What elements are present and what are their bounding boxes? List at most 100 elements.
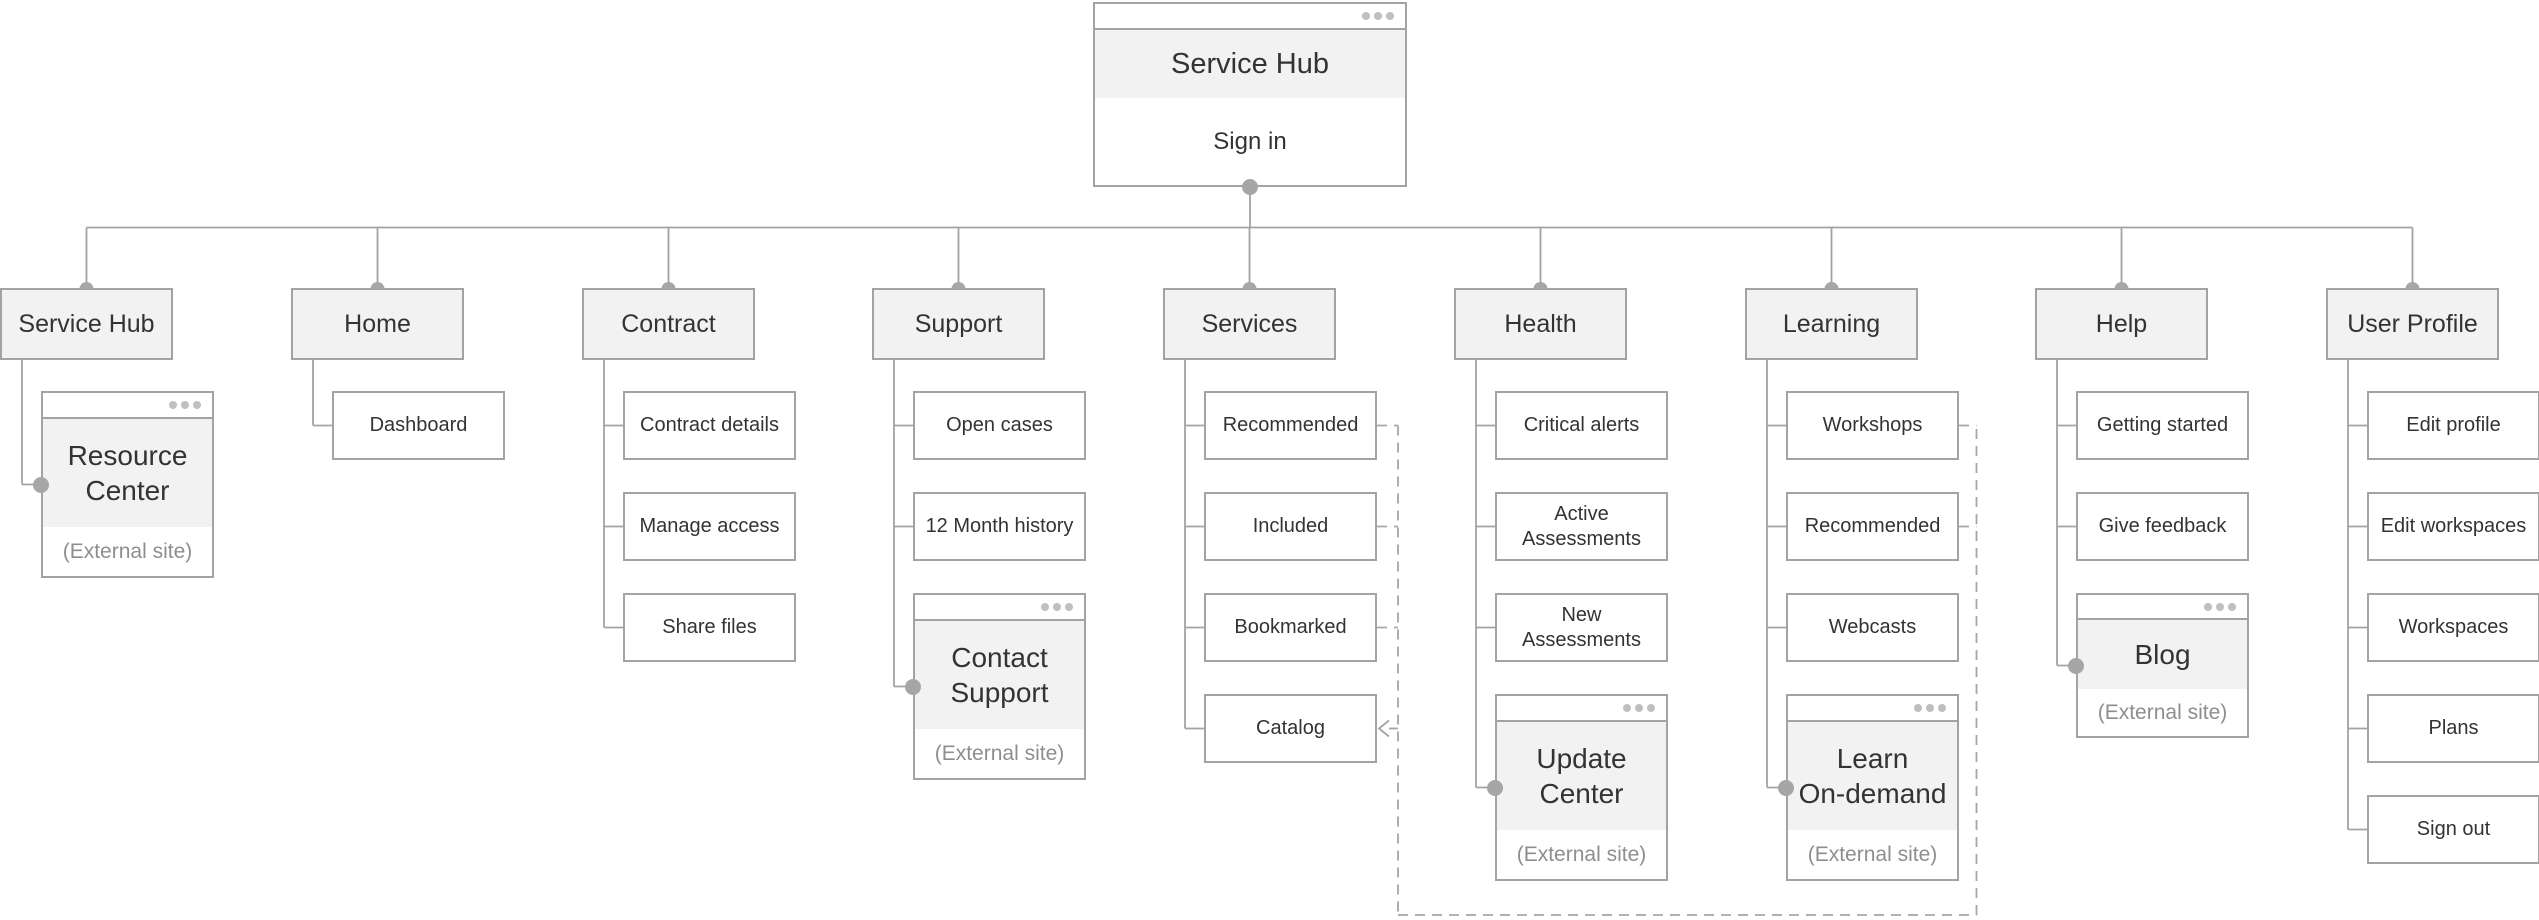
- external-card-blog[interactable]: Blog(External site): [2076, 593, 2249, 738]
- node-label: Getting started: [2096, 414, 2229, 436]
- window-dot-icon: [1914, 704, 1922, 712]
- node-label: Plans: [2428, 717, 2479, 739]
- node-contract-details[interactable]: Contract details: [623, 391, 796, 460]
- connector-dot: [1487, 779, 1503, 796]
- node-learning[interactable]: Learning: [1745, 288, 1918, 360]
- node-label: Dashboard: [369, 414, 468, 436]
- connector-dot: [2068, 657, 2084, 674]
- node-label: Share files: [662, 616, 757, 638]
- external-card-contact-support[interactable]: Contact Support(External site): [913, 593, 1086, 780]
- node-services[interactable]: Services: [1163, 288, 1336, 360]
- window-dot-icon: [1362, 12, 1370, 20]
- node-label: Recommended: [1222, 414, 1359, 436]
- node-label: Workspaces: [2398, 616, 2509, 638]
- node-label: Sign out: [2416, 818, 2491, 840]
- window-dot-icon: [1041, 603, 1049, 611]
- node-label: Bookmarked: [1234, 616, 1347, 638]
- node-edit-workspaces[interactable]: Edit workspaces: [2367, 492, 2539, 561]
- node-label: Learning: [1782, 309, 1881, 338]
- window-dot-icon: [193, 401, 201, 409]
- node-give-feedback[interactable]: Give feedback: [2076, 492, 2249, 561]
- node-sign-in[interactable]: Sign in: [1095, 98, 1405, 185]
- root-card[interactable]: Service Hub Sign in: [1093, 2, 1407, 187]
- node-help[interactable]: Help: [2035, 288, 2208, 360]
- node-label: User Profile: [2347, 309, 2478, 338]
- node-dashboard[interactable]: Dashboard: [332, 391, 505, 460]
- window-dot-icon: [2216, 602, 2224, 611]
- node-bookmarked[interactable]: Bookmarked: [1204, 593, 1377, 662]
- window-dot-icon: [181, 401, 189, 409]
- node-label: Webcasts: [1828, 616, 1917, 638]
- node-workshops[interactable]: Workshops: [1786, 391, 1959, 460]
- node-label: Give feedback: [2098, 515, 2227, 537]
- node-label: New Assessments: [1522, 603, 1641, 651]
- node-label: Open cases: [946, 414, 1053, 436]
- window-dot-icon: [2228, 602, 2236, 611]
- external-card-update-center[interactable]: Update Center(External site): [1495, 694, 1668, 881]
- node-health[interactable]: Health: [1454, 288, 1627, 360]
- node-workspaces[interactable]: Workspaces: [2367, 593, 2539, 662]
- external-site-note: (External site): [1497, 830, 1666, 879]
- node-sign-out[interactable]: Sign out: [2367, 795, 2539, 864]
- window-dot-icon: [1053, 603, 1061, 611]
- node-label: Service Hub: [18, 309, 155, 338]
- node-webcasts[interactable]: Webcasts: [1786, 593, 1959, 662]
- node-recommended[interactable]: Recommended: [1786, 492, 1959, 561]
- external-site-note: (External site): [915, 729, 1084, 778]
- window-titlebar: [1095, 4, 1405, 30]
- node-label: Health: [1504, 309, 1577, 338]
- link-arrow-icon: [1377, 719, 1390, 738]
- window-dots-icon: [1362, 12, 1394, 20]
- node-label: Contract: [621, 309, 716, 338]
- node-critical-alerts[interactable]: Critical alerts: [1495, 391, 1668, 460]
- external-card-title: Update Center: [1497, 722, 1666, 830]
- node-label: Edit workspaces: [2380, 515, 2527, 537]
- window-dots-icon: [1914, 704, 1946, 712]
- node-label: Edit profile: [2406, 414, 2501, 436]
- node-home[interactable]: Home: [291, 288, 464, 360]
- window-dot-icon: [1374, 12, 1382, 20]
- external-site-note: (External site): [1788, 830, 1957, 879]
- window-titlebar: [1497, 696, 1666, 722]
- node-manage-access[interactable]: Manage access: [623, 492, 796, 561]
- external-card-title: Blog: [2078, 620, 2247, 689]
- window-dot-icon: [1065, 603, 1073, 611]
- node-getting-started[interactable]: Getting started: [2076, 391, 2249, 460]
- node-label: Support: [914, 309, 1003, 338]
- window-dot-icon: [1635, 704, 1643, 712]
- node-edit-profile[interactable]: Edit profile: [2367, 391, 2539, 460]
- node-user-profile[interactable]: User Profile: [2326, 288, 2499, 360]
- connector-dot: [1778, 779, 1794, 796]
- external-card-learn-on-demand[interactable]: Learn On-demand(External site): [1786, 694, 1959, 881]
- external-card-title: Contact Support: [915, 621, 1084, 729]
- window-dot-icon: [169, 401, 177, 409]
- node-label: Active Assessments: [1522, 502, 1641, 550]
- node-12-month-history[interactable]: 12 Month history: [913, 492, 1086, 561]
- connector-dot: [1242, 179, 1258, 195]
- node-included[interactable]: Included: [1204, 492, 1377, 561]
- connector-dot: [33, 476, 49, 493]
- external-card-resource-center[interactable]: Resource Center(External site): [41, 391, 214, 578]
- window-dot-icon: [1647, 704, 1655, 712]
- node-label: Services: [1201, 309, 1298, 338]
- node-label: Help: [2095, 309, 2148, 338]
- external-card-title: Learn On-demand: [1788, 722, 1957, 830]
- node-support[interactable]: Support: [872, 288, 1045, 360]
- node-catalog[interactable]: Catalog: [1204, 694, 1377, 763]
- window-titlebar: [915, 595, 1084, 621]
- node-active-assessments[interactable]: Active Assessments: [1495, 492, 1668, 561]
- node-label: Home: [344, 309, 411, 338]
- window-dots-icon: [2204, 602, 2236, 611]
- node-plans[interactable]: Plans: [2367, 694, 2539, 763]
- external-site-note: (External site): [43, 527, 212, 576]
- node-open-cases[interactable]: Open cases: [913, 391, 1086, 460]
- node-recommended[interactable]: Recommended: [1204, 391, 1377, 460]
- node-label: Catalog: [1256, 717, 1325, 739]
- node-share-files[interactable]: Share files: [623, 593, 796, 662]
- node-new-assessments[interactable]: New Assessments: [1495, 593, 1668, 662]
- window-dot-icon: [2204, 602, 2212, 611]
- window-dots-icon: [1041, 603, 1073, 611]
- node-contract[interactable]: Contract: [582, 288, 755, 360]
- node-service-hub[interactable]: Service Hub: [0, 288, 173, 360]
- node-label: Included: [1252, 515, 1329, 537]
